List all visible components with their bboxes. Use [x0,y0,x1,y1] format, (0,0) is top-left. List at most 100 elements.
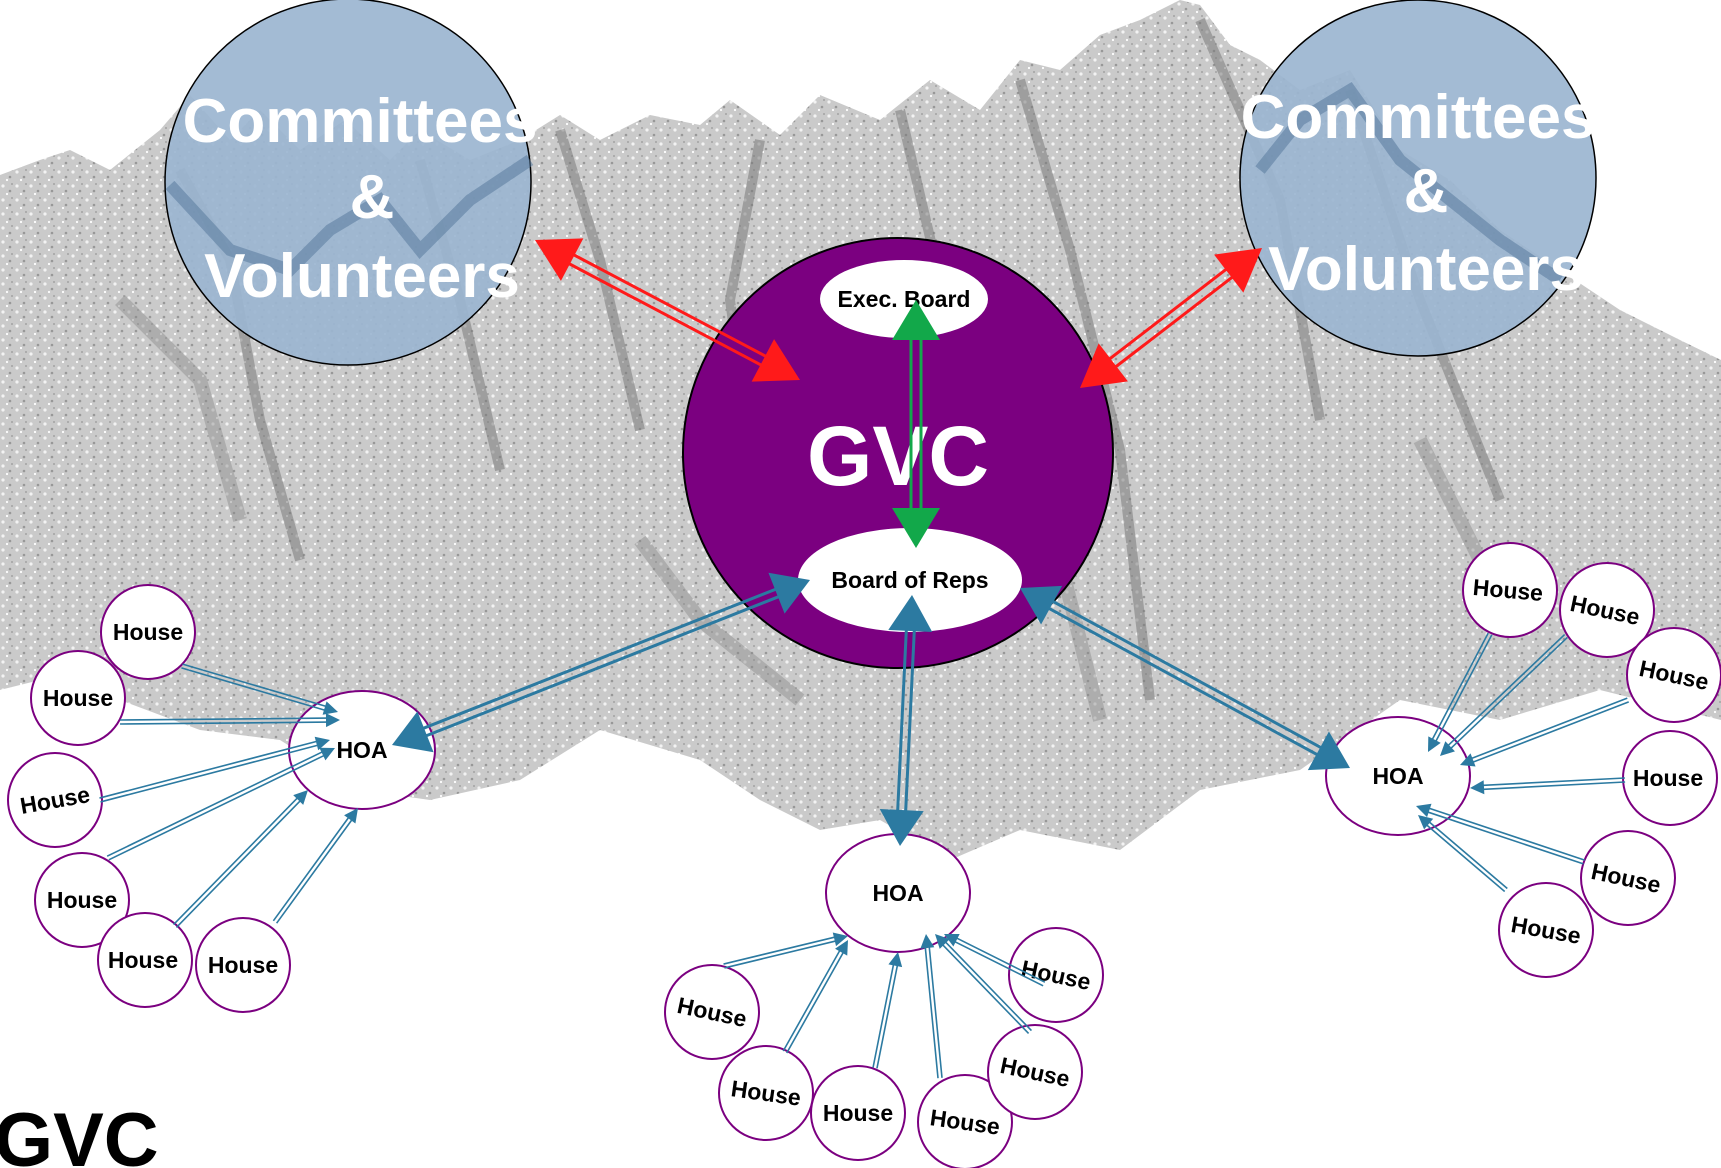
committee-left-arrow-shaft [561,258,769,371]
house-node: House [97,912,193,1008]
house-arrow-shaft [1470,701,1630,764]
house-label: House [823,1100,893,1126]
house-arrow-shaft [723,935,837,965]
house-node: House [1626,627,1721,723]
gvc-logo: GVC [0,1098,159,1168]
house-arrow-shaft [99,740,319,799]
house-arrow-head [322,701,338,715]
house-arrow-head [1470,780,1485,795]
hoa-left-label: HOA [336,737,387,763]
hoa-right-houses: House House House House House House [1462,542,1721,978]
gvc-logo-text: GVC [0,1098,159,1168]
house-node: House [917,1074,1013,1168]
committees-left-circle: Committees & Volunteers [164,0,538,366]
house-arrow-shaft [1481,777,1625,787]
house-arrow-shaft [724,939,838,969]
house-arrow-head [325,713,340,728]
house-arrow-shaft [1427,820,1508,890]
house-node: House [1559,562,1655,658]
house-arrow-head [888,952,903,968]
house-arrow-shaft [1481,781,1626,791]
house-arrow-head [314,736,330,751]
hoa-right-link-arrow-tail-head [1020,585,1063,625]
board-of-reps-oval [798,528,1022,632]
house-arrow-shaft [1425,810,1584,865]
house-node: House [34,852,130,948]
hoa-left: HOA [288,690,436,810]
house-arrow-shaft [100,743,320,803]
house-arrow-shaft [172,796,300,926]
house-arrow-head [1416,803,1432,818]
committee-left-arrow-head [751,339,800,382]
house-arrow-shaft [1446,633,1566,748]
house-node: House [1498,882,1594,978]
exec-board-label: Exec. Board [838,286,971,312]
house-arrow-shaft [943,940,1033,1032]
house-node: House [30,650,126,746]
hoa-right-link-arrow-head [1307,731,1350,771]
committee-left-arrow-tail-head [535,238,584,281]
house-arrow-shaft [1427,806,1585,861]
house-arrow-shaft [1469,697,1628,760]
hoa-right-link-arrow-shaft [1046,596,1328,753]
house-label: House [208,952,278,978]
committee-left-arrow-shaft [566,249,774,362]
house-label: House [108,947,178,973]
committees-left-line2: & [350,163,395,232]
house-node: House [100,584,196,680]
hoa-center-link-arrow-shaft [903,623,917,818]
house-arrow-head [832,932,848,947]
house-node: House [7,752,103,848]
board-of-reps-label: Board of Reps [831,567,988,593]
hoa-right-link-arrow-shaft [1042,603,1324,760]
house-arrow-shaft [952,940,1044,987]
house-arrow-head [944,934,960,947]
committees-left-line3: Volunteers [204,242,520,311]
house-arrow-shaft [782,948,842,1052]
house-arrow-head [293,790,308,805]
committees-left-line1: Committees [183,87,538,156]
exec-reps-arrow-head [892,508,940,548]
committees-right-line3: Volunteers [1268,235,1584,304]
house-arrow-shaft [786,950,845,1054]
house-node: House [1622,730,1718,826]
house-node: House [664,964,760,1060]
house-label: House [1472,574,1544,606]
house-arrow-shaft [181,667,327,712]
house-arrow-shaft [119,717,329,721]
house-arrow-head [1440,741,1455,756]
house-arrow-head [344,808,358,824]
house-arrow-shaft [1434,634,1493,744]
house-arrow-shaft [175,798,303,928]
house-arrow-shaft [872,962,895,1068]
house-arrow-shaft [928,944,943,1078]
house-arrow-shaft [182,663,329,708]
hoa-center-houses: House House House House House House [664,927,1104,1168]
gvc-label: GVC [807,409,989,503]
exec-reps-arrow-tail-head [892,300,940,340]
committees-right-circle: Committees & Volunteers [1239,0,1597,357]
hoa-right: HOA [1325,716,1471,836]
house-arrow-head [1418,815,1434,830]
house-label: House [1633,765,1703,791]
house-label: House [113,619,183,645]
hoa-left-houses: House House House House House House [7,584,291,1013]
committee-right-arrow-shaft [1102,263,1234,365]
hoa-left-link-arrow-shaft [419,592,786,740]
gvc-circle: Exec. Board Board of Reps GVC [682,237,1114,669]
house-node: House [718,1045,814,1141]
house-arrow-shaft [120,721,329,725]
committee-right-arrow-shaft [1108,271,1240,373]
house-arrow-head [1428,736,1441,752]
committee-right-arrow-tail-head [1214,248,1262,293]
committees-right-line1: Committees [1241,83,1596,152]
house-node: House [1462,542,1558,638]
house-arrow-shaft [1448,636,1568,751]
exec-board-oval [820,260,988,338]
house-arrow-shaft [1424,823,1506,893]
house-arrow-shaft [924,945,939,1079]
house-arrow-shaft [275,817,354,924]
connection-arrows [99,238,1630,1079]
committee-right-arrow-head [1080,343,1128,388]
